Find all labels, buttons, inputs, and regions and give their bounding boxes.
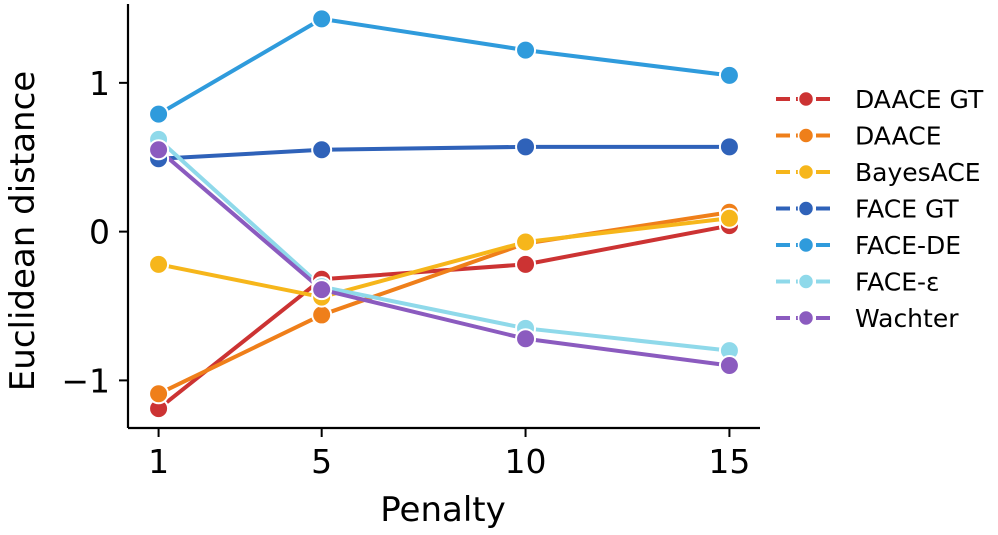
legend: DAACE GT DAACE BayesACE FACE GT FACE-DE FACE-… <box>776 85 984 333</box>
legend-item: Wachter <box>776 304 959 333</box>
x-tick-label: 15 <box>708 442 750 481</box>
series-line <box>157 210 730 396</box>
series <box>158 216 730 300</box>
series-markers <box>148 207 740 308</box>
legend-label: FACE-ε <box>855 268 940 297</box>
series-markers <box>148 8 740 125</box>
data-point <box>515 328 537 350</box>
y-tick-label: 0 <box>89 213 110 252</box>
series-layer <box>148 8 740 420</box>
data-point <box>311 8 333 30</box>
data-point <box>515 231 537 253</box>
data-point <box>311 279 333 301</box>
data-point <box>515 253 537 275</box>
y-tick-label: 1 <box>89 64 110 103</box>
data-point <box>718 136 740 158</box>
legend-label: DAACE <box>855 122 942 151</box>
data-point <box>718 207 740 229</box>
series <box>157 148 730 368</box>
data-point <box>148 253 170 275</box>
y-tick-label: −1 <box>61 361 110 400</box>
legend-item: DAACE GT <box>776 85 984 114</box>
series-markers <box>148 139 740 377</box>
x-tick-label: 1 <box>148 442 169 481</box>
data-point <box>148 139 170 161</box>
series <box>157 16 730 116</box>
data-point <box>718 355 740 377</box>
legend-label: DAACE GT <box>855 85 984 114</box>
legend-swatch-marker <box>797 200 815 217</box>
legend-item: DAACE <box>776 122 942 151</box>
y-axis-label: Euclidean distance <box>3 71 43 391</box>
legend-item: FACE-ε <box>776 268 940 297</box>
data-point <box>515 136 537 158</box>
x-axis-label: Penalty <box>380 490 506 530</box>
series <box>157 137 730 353</box>
legend-label: FACE-DE <box>855 231 961 260</box>
legend-swatch-marker <box>797 236 815 254</box>
data-point <box>515 39 537 61</box>
series-line <box>157 16 730 116</box>
data-point <box>148 383 170 405</box>
series-markers <box>148 201 740 405</box>
series <box>158 144 730 161</box>
legend-swatch-marker <box>797 127 815 144</box>
legend-item: BayesACE <box>776 158 981 187</box>
series-line <box>157 148 730 368</box>
legend-item: FACE-DE <box>776 231 961 260</box>
series-line <box>157 223 730 411</box>
legend-swatch-marker <box>797 273 815 290</box>
legend-swatch-marker <box>797 90 815 108</box>
legend-swatch-marker <box>797 309 815 327</box>
series-line <box>158 216 730 300</box>
series <box>157 210 730 396</box>
series <box>157 223 730 411</box>
series-line <box>157 137 730 353</box>
legend-swatch-marker <box>797 163 815 181</box>
series-line <box>158 144 730 161</box>
legend-label: BayesACE <box>855 158 981 187</box>
data-point <box>148 103 170 125</box>
legend-item: FACE GT <box>776 195 959 224</box>
data-point <box>311 139 333 161</box>
legend-label: Wachter <box>855 304 959 333</box>
axes <box>126 4 760 430</box>
x-tick-label: 10 <box>505 442 547 481</box>
series-markers <box>148 128 740 362</box>
data-point <box>311 304 333 326</box>
legend-label: FACE GT <box>855 195 959 224</box>
data-point <box>718 64 740 86</box>
x-tick-label: 5 <box>311 442 332 481</box>
